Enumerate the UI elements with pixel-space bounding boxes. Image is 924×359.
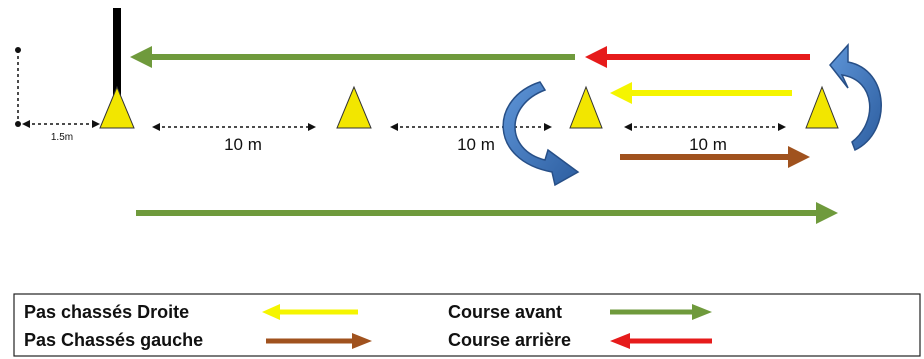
- dimension-start: 1.5m: [22, 120, 100, 143]
- dimension-seg2: 10 m: [390, 123, 552, 154]
- arrow-pas-chasses-droite: [610, 82, 792, 104]
- dimension-seg3-label: 10 m: [689, 135, 727, 154]
- legend-arrow-2: [610, 304, 712, 320]
- cone-4: [805, 85, 839, 129]
- arrow-pas-chasses-gauche: [620, 146, 810, 168]
- pole: [113, 8, 121, 106]
- cone-2: [336, 85, 372, 129]
- arrow-course-avant-top: [130, 46, 575, 68]
- legend-label-3: Course arrière: [448, 330, 571, 350]
- dimension-seg3: 10 m: [624, 123, 786, 154]
- legend-label-1: Pas Chassés gauche: [24, 330, 203, 350]
- legend-arrow-0: [262, 304, 358, 320]
- dimension-seg1: 10 m: [152, 123, 316, 154]
- legend-arrow-3: [610, 333, 712, 349]
- turn-arrow-left-icon: [502, 81, 580, 187]
- cone-3: [569, 85, 603, 129]
- dimension-start-label: 1.5m: [51, 132, 73, 143]
- legend-label-0: Pas chassés Droite: [24, 302, 189, 322]
- legend-arrow-1: [266, 333, 372, 349]
- start-dot-bottom: [15, 121, 21, 127]
- dimension-seg1-label: 10 m: [224, 135, 262, 154]
- arrow-course-arriere: [585, 46, 810, 68]
- dimension-seg2-label: 10 m: [457, 135, 495, 154]
- turn-arrow-right-icon: [829, 43, 882, 152]
- legend-label-2: Course avant: [448, 302, 562, 322]
- start-marker: [15, 47, 21, 127]
- legend-frame: [13, 293, 921, 357]
- legend: Pas chassés Droite Pas Chassés gauche Co…: [13, 293, 921, 357]
- arrow-course-avant-bottom: [136, 202, 838, 224]
- cone-1: [99, 85, 135, 129]
